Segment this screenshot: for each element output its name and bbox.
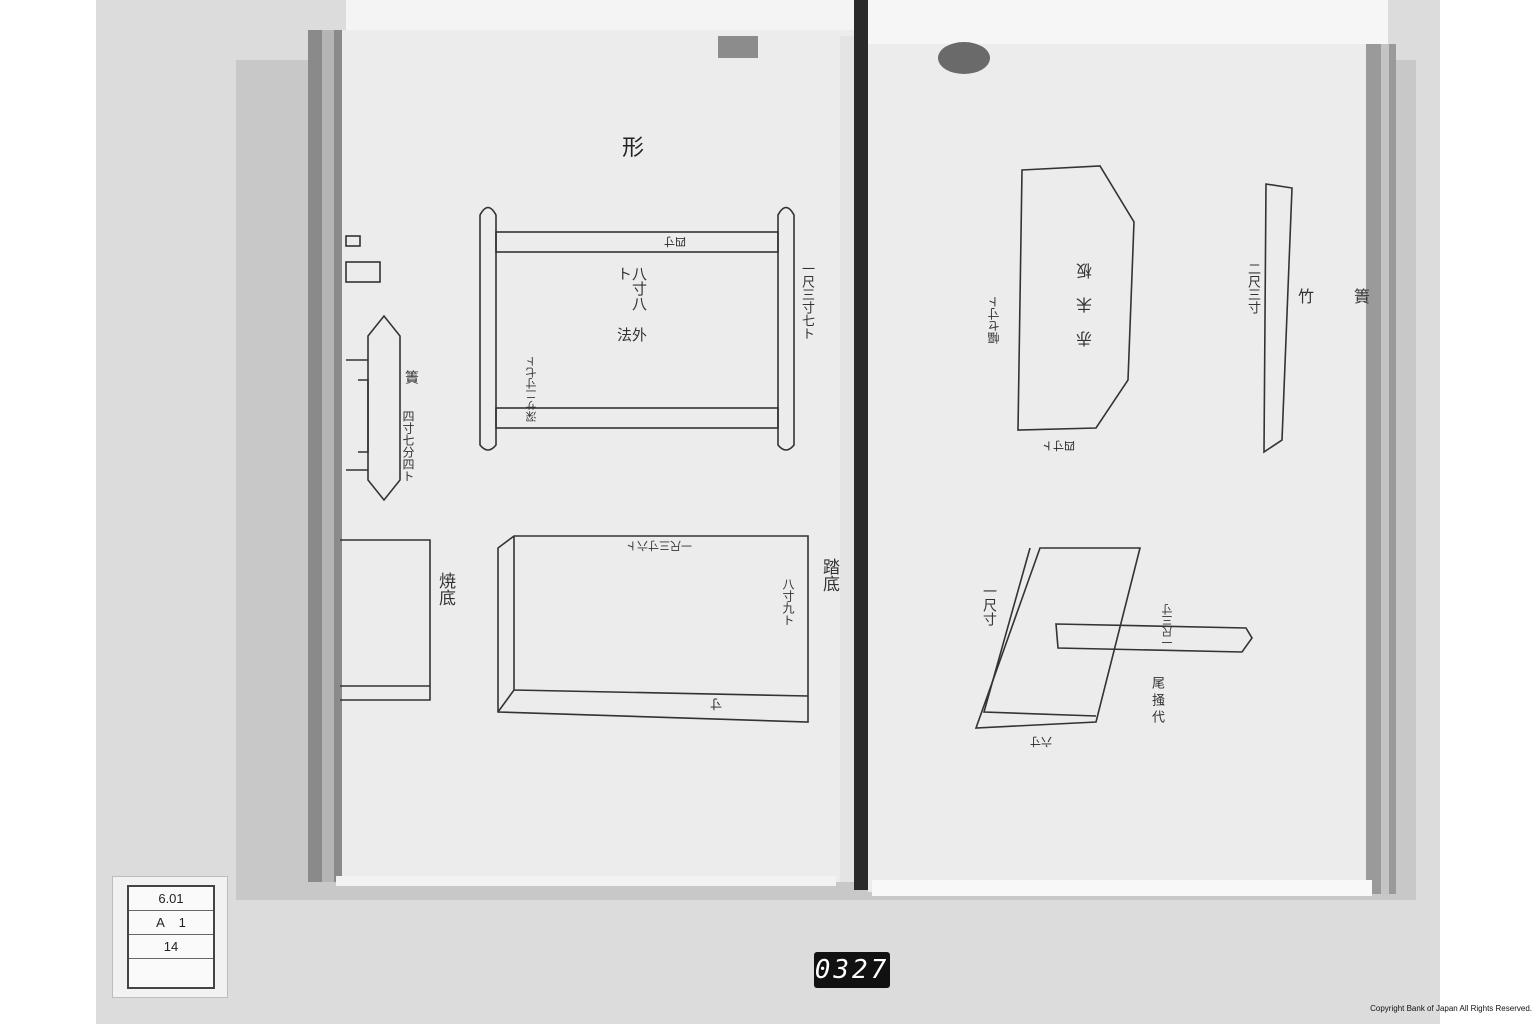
left-page-stack-bottom — [336, 876, 836, 886]
catalog-label-table: 6.01 A 1 14 — [127, 885, 215, 989]
left-page-title: 形 — [622, 136, 645, 161]
base-inner — [497, 536, 809, 713]
base-outline — [497, 535, 809, 723]
smudge — [938, 42, 990, 74]
gutter — [854, 0, 868, 890]
smudge — [718, 36, 758, 58]
book-drawing — [236, 0, 1416, 900]
catalog-row-1: 6.01 — [129, 887, 213, 911]
board-label-1: 板 — [1076, 261, 1093, 280]
base-label: 踏底 — [819, 558, 839, 592]
screen-connectors — [346, 359, 369, 471]
handle-name: 代 掻 尾 — [1149, 676, 1164, 723]
screen-label-2: 四寸七分四ト — [401, 410, 415, 482]
burn-box — [340, 539, 431, 701]
paddle-bottom-label: 六寸 — [1030, 735, 1052, 748]
paddle-diagram — [974, 547, 1253, 729]
right-fore-edge-highlight — [1381, 44, 1389, 894]
right-title-1: 竹 — [1295, 288, 1314, 304]
left-page — [308, 30, 860, 882]
paddle-blade — [974, 547, 1142, 729]
board-bottom-label: 四寸ト — [1042, 439, 1075, 452]
screen-diagram — [345, 235, 401, 502]
catalog-label-card: 6.01 A 1 14 — [112, 876, 228, 998]
frame-right-label: 一尺三寸七ト — [799, 262, 814, 340]
left-spine-highlight — [322, 30, 334, 882]
frame-left-post — [479, 206, 497, 451]
handle-name-1: 代 — [1149, 710, 1164, 723]
frame-top-label: 四寸 — [664, 235, 686, 248]
board-side-label: 幅セ寸ト — [987, 296, 1001, 344]
board-labels: 赤 未 板 — [1076, 261, 1093, 348]
stick-label: 二尺三寸 — [1245, 262, 1260, 314]
frame-diagram — [479, 206, 795, 451]
board-label-2: 未 — [1076, 295, 1093, 314]
frame-center-label-2: 八寸八ト — [615, 266, 648, 311]
handle-name-3: 尾 — [1149, 676, 1164, 689]
burn-outline — [340, 539, 431, 701]
paddle-handle — [1055, 623, 1253, 653]
board-label-3: 赤 — [1076, 329, 1093, 348]
screen-tab — [345, 261, 381, 283]
frame-center-label: 外法 八寸八ト — [615, 266, 648, 356]
copyright-notice: Copyright Bank of Japan All Rights Reser… — [1370, 1004, 1532, 1013]
catalog-row-3: 14 — [129, 935, 213, 959]
board-outline — [1017, 165, 1135, 431]
right-page-stack-bottom — [872, 880, 1372, 896]
base-top-label: 一尺三寸六ト — [626, 539, 692, 552]
document-scan: 形 四寸 外法 八寸八ト 一尺三寸七ト 深サ二寸七ト 簀 四寸七分四ト 踏底 一… — [96, 0, 1440, 1024]
board-diagram — [1017, 165, 1135, 431]
catalog-row-4 — [129, 959, 213, 982]
left-page-edge — [840, 36, 854, 882]
burn-label: 焼底 — [435, 572, 455, 606]
handle-name-2: 掻 — [1149, 693, 1164, 706]
screen-slat — [367, 314, 401, 502]
paddle-inner — [982, 547, 1097, 717]
base-bottom-label: 寸 — [710, 697, 723, 711]
right-title-2: 簀 — [1351, 288, 1370, 304]
paddle-label: 一尺寸 — [981, 584, 997, 626]
base-box — [497, 535, 809, 723]
screen-tab — [345, 235, 361, 247]
frame-number: 0327 — [814, 952, 890, 988]
screen-label-1: 簀 — [403, 370, 419, 384]
base-right-label: 八寸九ト — [781, 578, 795, 626]
stick-outline — [1263, 183, 1293, 454]
handle-label: 一尺三寸 — [1161, 604, 1174, 648]
right-page-title: 簀 竹 — [1295, 288, 1370, 304]
frame-right-post — [777, 206, 795, 451]
stick-diagram — [1263, 183, 1293, 454]
right-page-stack-top — [868, 0, 1388, 44]
catalog-row-2: A 1 — [129, 911, 213, 935]
frame-lower-label: 深サ二寸七ト — [525, 356, 538, 422]
frame-center-label-1: 外法 — [615, 327, 648, 343]
right-page — [868, 44, 1386, 892]
left-page-stack-top — [346, 0, 856, 30]
